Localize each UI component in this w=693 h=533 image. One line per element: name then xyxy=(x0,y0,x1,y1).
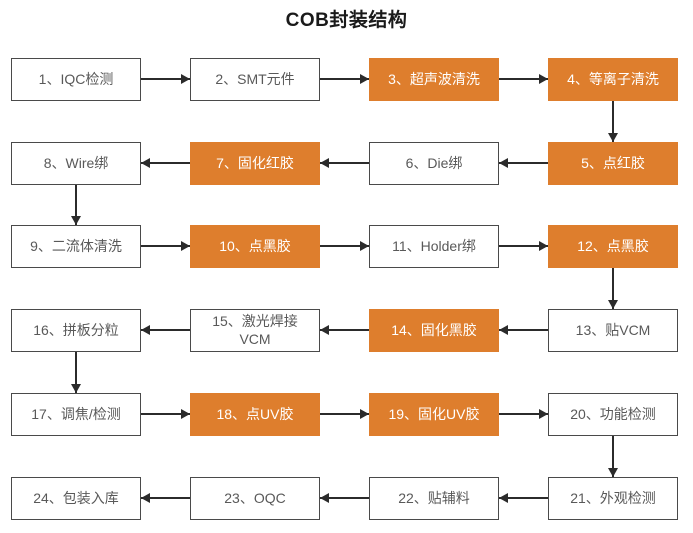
arrow-down-icon xyxy=(608,101,618,142)
step-box-2: 2、SMT元件 xyxy=(190,58,320,101)
step-label-1: 1、IQC检测 xyxy=(38,70,114,87)
arrow-right-icon xyxy=(499,74,548,84)
arrow-left-icon xyxy=(499,158,548,168)
step-label-7: 7、固化红胶 xyxy=(216,154,294,171)
arrow-right-icon xyxy=(320,74,369,84)
step-box-7: 7、固化红胶 xyxy=(190,142,320,185)
step-box-15: 15、激光焊接VCM xyxy=(190,309,320,352)
step-label-23: 23、OQC xyxy=(224,489,286,506)
step-label-9: 9、二流体清洗 xyxy=(30,237,122,254)
step-label-14: 14、固化黑胶 xyxy=(391,321,477,338)
step-label-19: 19、固化UV胶 xyxy=(388,405,480,422)
step-box-21: 21、外观检测 xyxy=(548,477,678,520)
arrow-down-icon xyxy=(608,436,618,477)
step-box-12: 12、点黑胶 xyxy=(548,225,678,268)
arrow-right-icon xyxy=(499,241,548,251)
step-label-18: 18、点UV胶 xyxy=(216,405,294,422)
arrow-left-icon xyxy=(141,158,190,168)
step-box-18: 18、点UV胶 xyxy=(190,393,320,436)
step-box-14: 14、固化黑胶 xyxy=(369,309,499,352)
step-box-10: 10、点黑胶 xyxy=(190,225,320,268)
step-label-4: 4、等离子清洗 xyxy=(567,70,659,87)
step-box-24: 24、包装入库 xyxy=(11,477,141,520)
arrow-right-icon xyxy=(499,409,548,419)
arrow-left-icon xyxy=(141,325,190,335)
step-box-4: 4、等离子清洗 xyxy=(548,58,678,101)
diagram-title: COB封装结构 xyxy=(285,10,408,31)
step-box-6: 6、Die绑 xyxy=(369,142,499,185)
step-box-5: 5、点红胶 xyxy=(548,142,678,185)
arrow-down-icon xyxy=(71,185,81,225)
step-label-17: 17、调焦/检测 xyxy=(31,405,121,422)
step-label-16: 16、拼板分粒 xyxy=(33,321,119,338)
arrow-left-icon xyxy=(499,325,548,335)
arrow-right-icon xyxy=(141,241,190,251)
step-box-19: 19、固化UV胶 xyxy=(369,393,499,436)
step-label-13: 13、贴VCM xyxy=(575,321,651,338)
step-box-20: 20、功能检测 xyxy=(548,393,678,436)
step-box-16: 16、拼板分粒 xyxy=(11,309,141,352)
arrow-left-icon xyxy=(141,493,190,503)
step-label-3: 3、超声波清洗 xyxy=(388,70,480,87)
step-label-5: 5、点红胶 xyxy=(581,154,645,171)
arrow-right-icon xyxy=(141,74,190,84)
step-box-13: 13、贴VCM xyxy=(548,309,678,352)
arrow-left-icon xyxy=(320,493,369,503)
step-box-17: 17、调焦/检测 xyxy=(11,393,141,436)
arrow-right-icon xyxy=(141,409,190,419)
step-label-6: 6、Die绑 xyxy=(405,154,463,171)
step-label-10: 10、点黑胶 xyxy=(219,237,291,254)
arrow-right-icon xyxy=(320,409,369,419)
arrow-left-icon xyxy=(499,493,548,503)
step-label-15: 15、激光焊接VCM xyxy=(212,313,298,347)
step-label-24: 24、包装入库 xyxy=(33,489,119,506)
step-label-22: 22、贴辅料 xyxy=(398,489,470,506)
arrow-left-icon xyxy=(320,325,369,335)
step-label-2: 2、SMT元件 xyxy=(215,70,295,87)
arrow-right-icon xyxy=(320,241,369,251)
step-box-23: 23、OQC xyxy=(190,477,320,520)
step-box-9: 9、二流体清洗 xyxy=(11,225,141,268)
arrow-left-icon xyxy=(320,158,369,168)
arrow-down-icon xyxy=(608,268,618,309)
step-label-11: 11、Holder绑 xyxy=(392,237,476,254)
step-label-20: 20、功能检测 xyxy=(570,405,656,422)
step-label-8: 8、Wire绑 xyxy=(43,154,109,171)
step-box-8: 8、Wire绑 xyxy=(11,142,141,185)
step-label-12: 12、点黑胶 xyxy=(577,237,649,254)
step-box-22: 22、贴辅料 xyxy=(369,477,499,520)
step-box-11: 11、Holder绑 xyxy=(369,225,499,268)
step-label-21: 21、外观检测 xyxy=(570,489,656,506)
arrow-down-icon xyxy=(71,352,81,393)
step-box-1: 1、IQC检测 xyxy=(11,58,141,101)
step-box-3: 3、超声波清洗 xyxy=(369,58,499,101)
